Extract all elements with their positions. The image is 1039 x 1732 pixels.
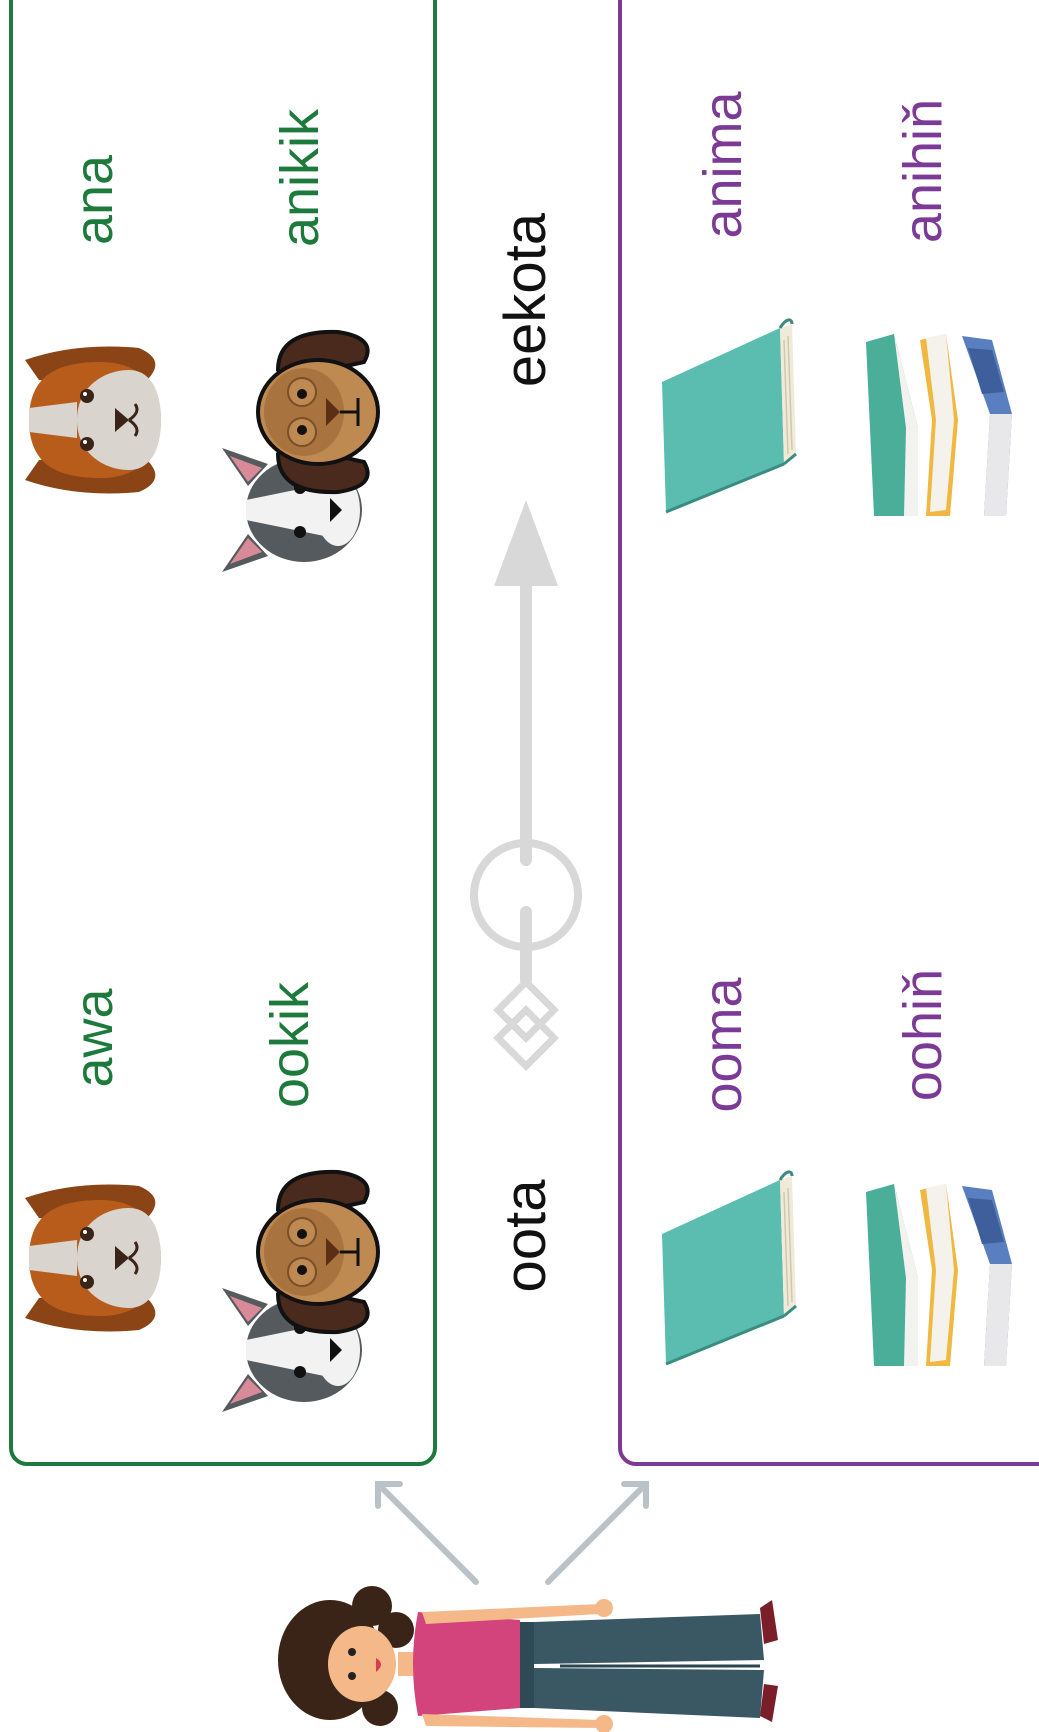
label-ana: ana xyxy=(64,154,124,245)
label-anikik: anikik xyxy=(270,108,330,247)
label-anima: anima xyxy=(693,90,753,238)
dogs-icon xyxy=(220,1169,380,1414)
book-icon xyxy=(660,318,798,514)
label-ookik: ookik xyxy=(260,981,320,1108)
books-icon xyxy=(866,1184,1012,1366)
label-eekota: eekota xyxy=(493,212,558,387)
label-oota: oota xyxy=(493,1179,558,1293)
label-oohin: oohiň xyxy=(893,969,953,1101)
label-ooma: ooma xyxy=(693,977,753,1113)
pointer-arrows xyxy=(375,1481,649,1585)
book-icon xyxy=(660,1170,798,1366)
distance-arrow xyxy=(470,574,582,1071)
woman-pointing-icon xyxy=(278,1586,778,1732)
distance-arrow-head xyxy=(494,500,558,586)
dogs-icon xyxy=(220,329,380,574)
dog-icon xyxy=(23,1183,163,1333)
dog-icon xyxy=(23,345,163,495)
animate-group-box xyxy=(9,0,437,1466)
books-icon xyxy=(866,334,1012,516)
inanimate-group-box xyxy=(618,0,1039,1466)
label-anihin: anihiň xyxy=(893,99,953,243)
label-awa: awa xyxy=(64,988,124,1088)
